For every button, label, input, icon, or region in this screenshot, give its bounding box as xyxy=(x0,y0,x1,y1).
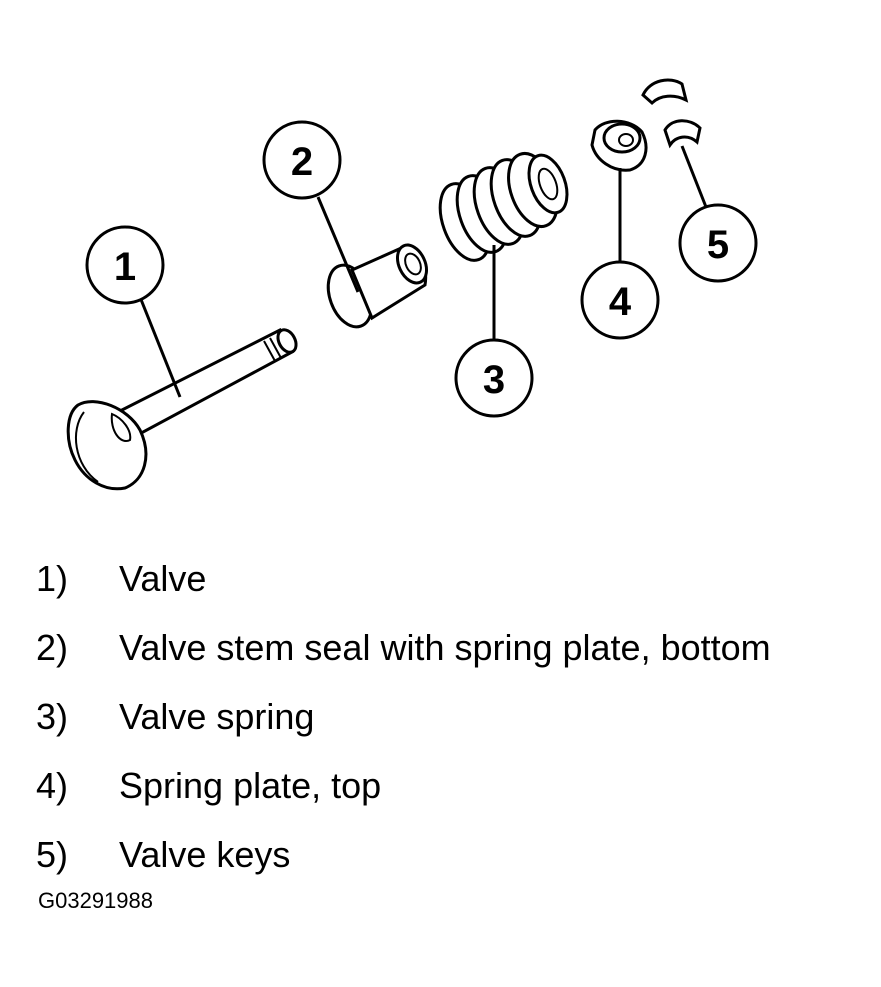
svg-text:5: 5 xyxy=(707,223,729,267)
legend-label: Valve spring xyxy=(119,695,315,737)
legend-number: 2) xyxy=(36,626,69,668)
figure-code: G03291988 xyxy=(38,888,153,913)
legend-item-valve-spring: 3) Valve spring xyxy=(36,682,876,751)
legend-number: 3) xyxy=(36,695,69,737)
valve-spring-part xyxy=(438,152,569,262)
svg-text:2: 2 xyxy=(291,140,313,184)
valve-part xyxy=(66,328,298,491)
legend-label: Valve xyxy=(119,557,207,599)
legend-number: 5) xyxy=(36,833,69,875)
legend-label: Valve keys xyxy=(119,833,291,875)
spring-plate-top-part xyxy=(590,119,648,172)
leader-lines xyxy=(138,145,708,398)
legend-item-valve: 1) Valve xyxy=(36,544,876,613)
valve-stem-seal-part xyxy=(326,243,429,329)
callout-4: 4 xyxy=(580,260,660,340)
valve-keys-part xyxy=(641,78,702,149)
legend-number: 4) xyxy=(36,764,69,806)
callout-3: 3 xyxy=(454,338,534,418)
svg-text:3: 3 xyxy=(483,358,505,402)
svg-text:1: 1 xyxy=(114,245,136,289)
parts-legend: 1) Valve 2) Valve stem seal with spring … xyxy=(36,544,876,889)
callout-1: 1 xyxy=(85,225,165,305)
svg-text:4: 4 xyxy=(609,280,632,324)
legend-number: 1) xyxy=(36,557,69,599)
legend-item-valve-stem-seal: 2) Valve stem seal with spring plate, bo… xyxy=(36,613,876,682)
legend-item-valve-keys: 5) Valve keys xyxy=(36,820,876,889)
exploded-valve-diagram: 1 2 3 4 5 xyxy=(66,78,758,491)
legend-item-spring-plate-top: 4) Spring plate, top xyxy=(36,751,876,820)
callout-5: 5 xyxy=(678,203,758,283)
legend-label: Spring plate, top xyxy=(119,764,382,806)
callout-2: 2 xyxy=(262,120,342,200)
legend-label: Valve stem seal with spring plate, botto… xyxy=(119,626,771,668)
